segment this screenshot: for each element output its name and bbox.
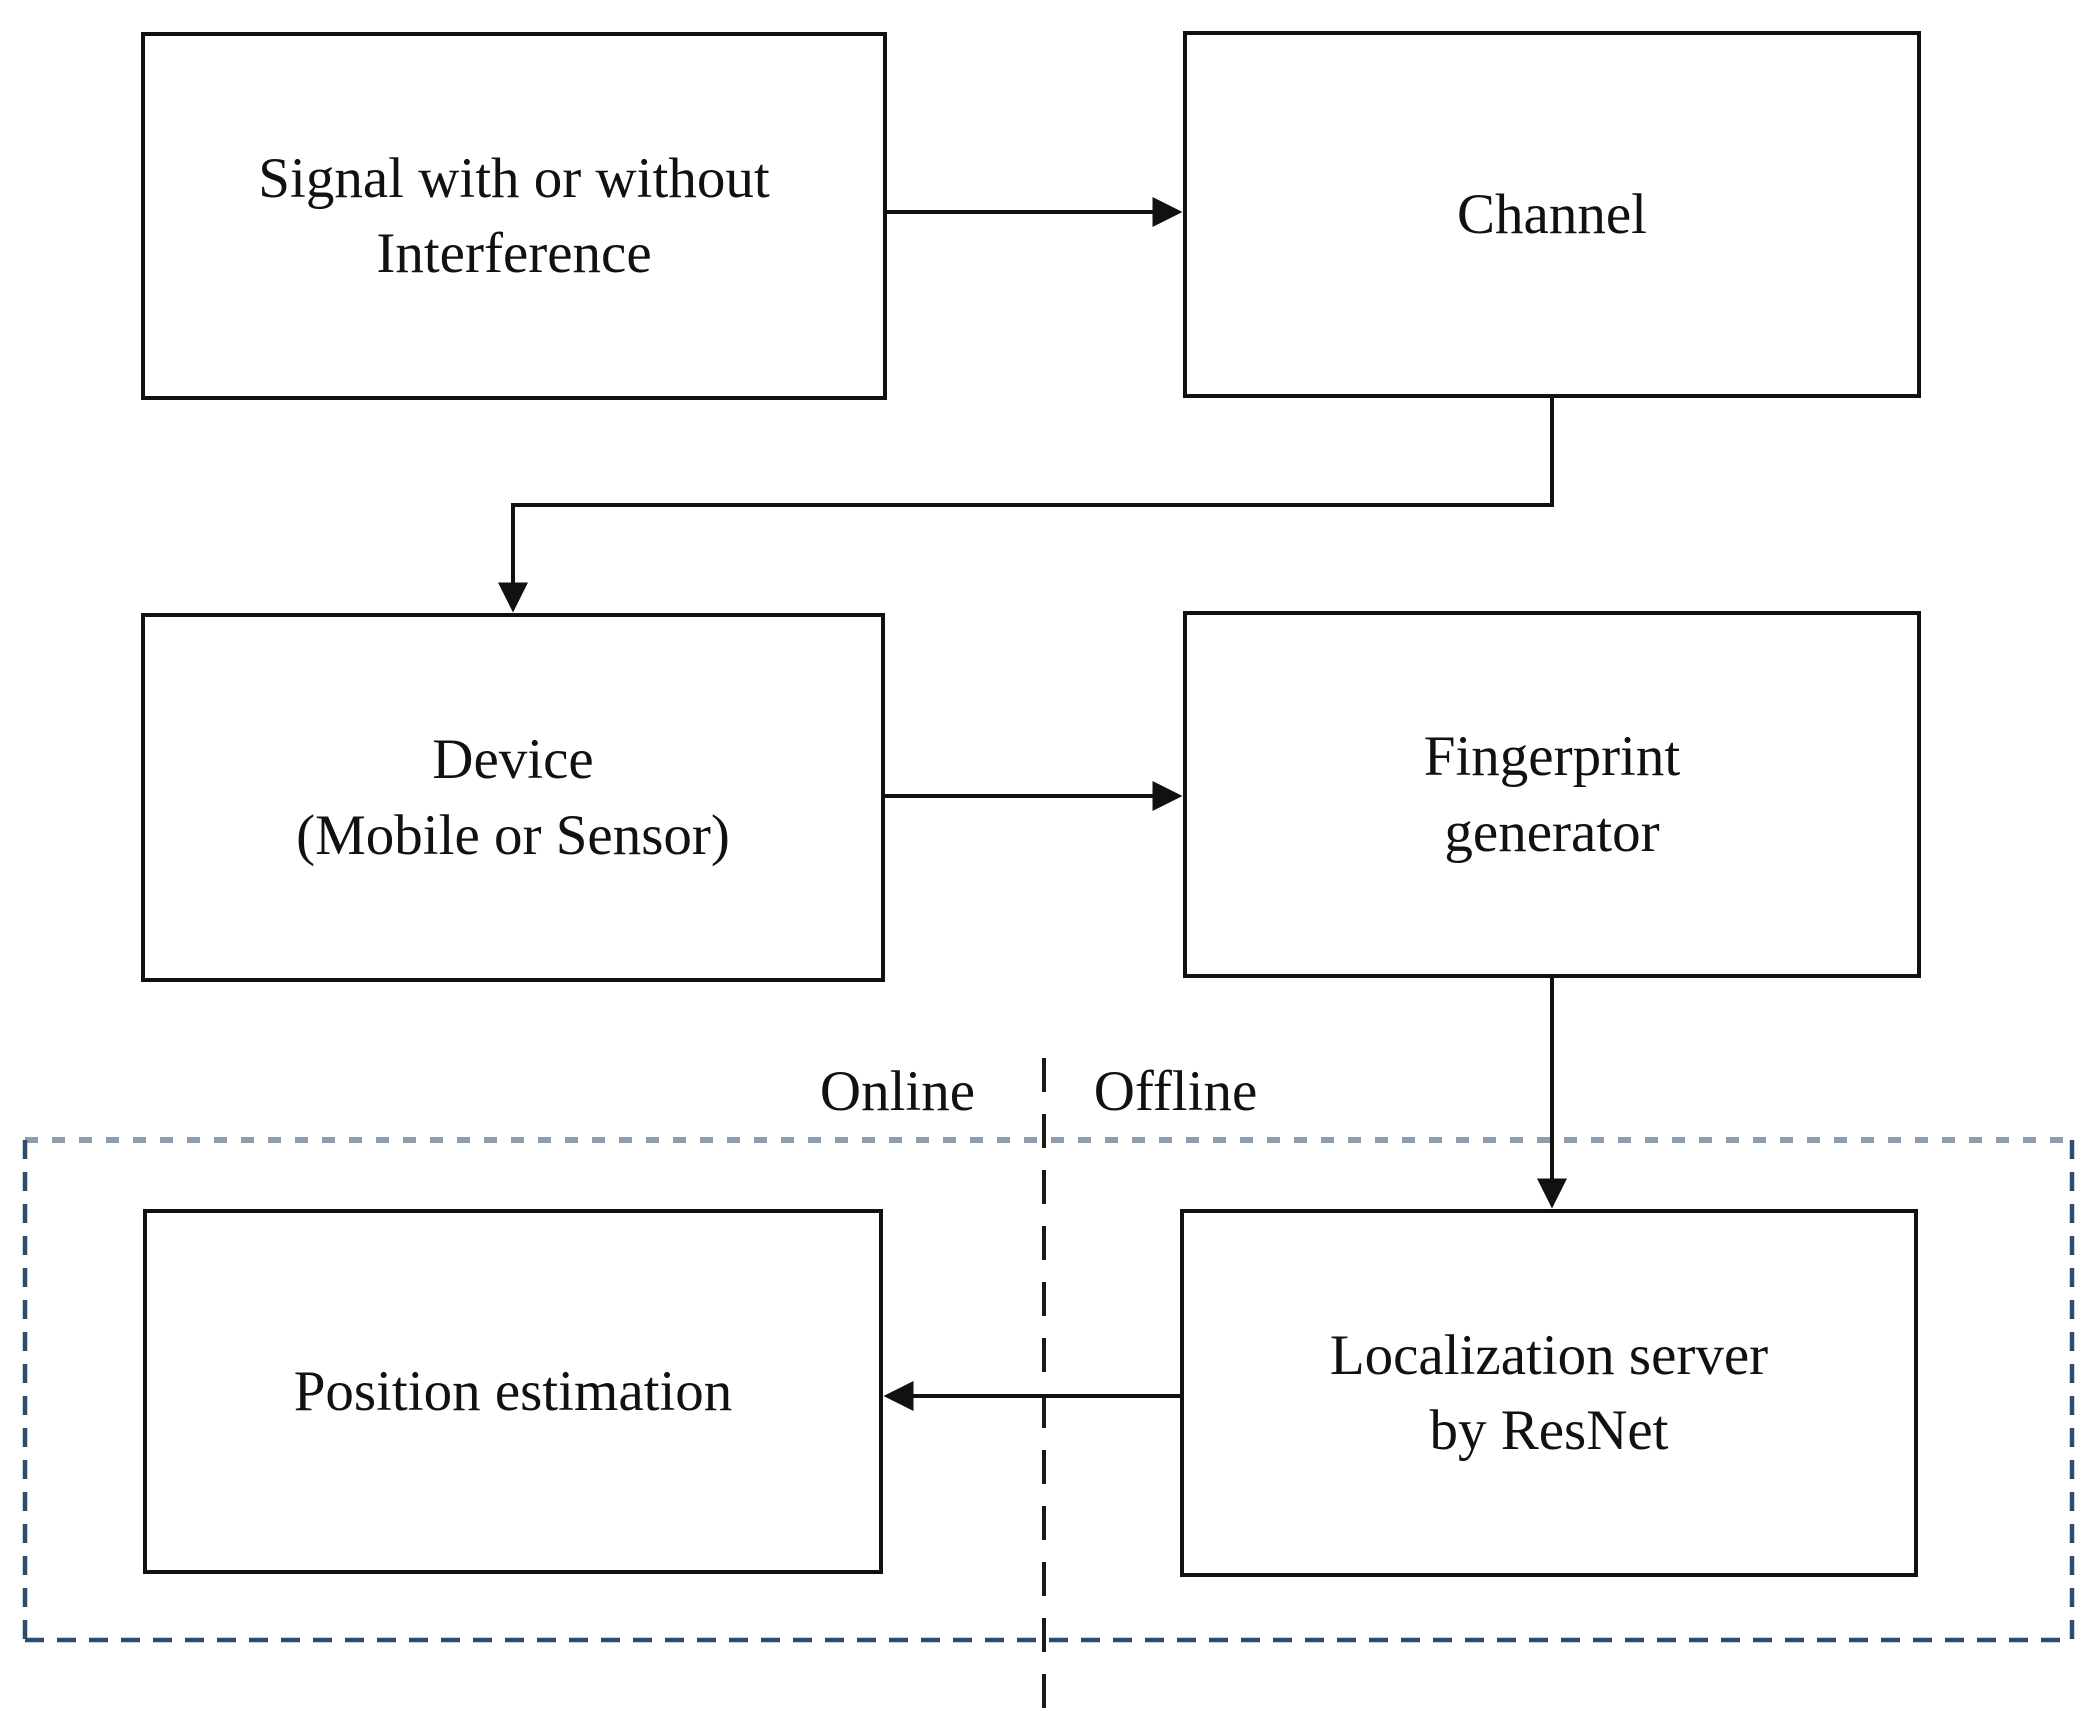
node-label-line: Interference [376,222,652,285]
label-offline: Offline [1093,1060,1258,1123]
node-label-line: Channel [1457,182,1647,246]
label-online: Online [819,1060,976,1123]
node-channel: Channel [1183,31,1921,398]
connector-channel-to-device [498,398,1554,613]
node-fingerprint: Fingerprint generator [1183,611,1921,978]
node-signal: Signal with or without Interference [141,32,887,400]
node-label-line: Fingerprint [1423,725,1681,789]
node-label-line: (Mobile or Sensor) [296,803,730,867]
node-device: Device (Mobile or Sensor) [141,613,885,982]
node-label-line: Signal with or without [258,146,770,210]
node-position: Position estimation [143,1209,883,1574]
node-localization: Localization server by ResNet [1180,1209,1918,1577]
node-label-line: Device [432,728,594,792]
node-label-line: by ResNet [1429,1399,1669,1462]
node-label-line: Position estimation [293,1359,733,1423]
node-label-line: Localization server [1329,1323,1769,1387]
node-label-line: generator [1444,800,1660,864]
